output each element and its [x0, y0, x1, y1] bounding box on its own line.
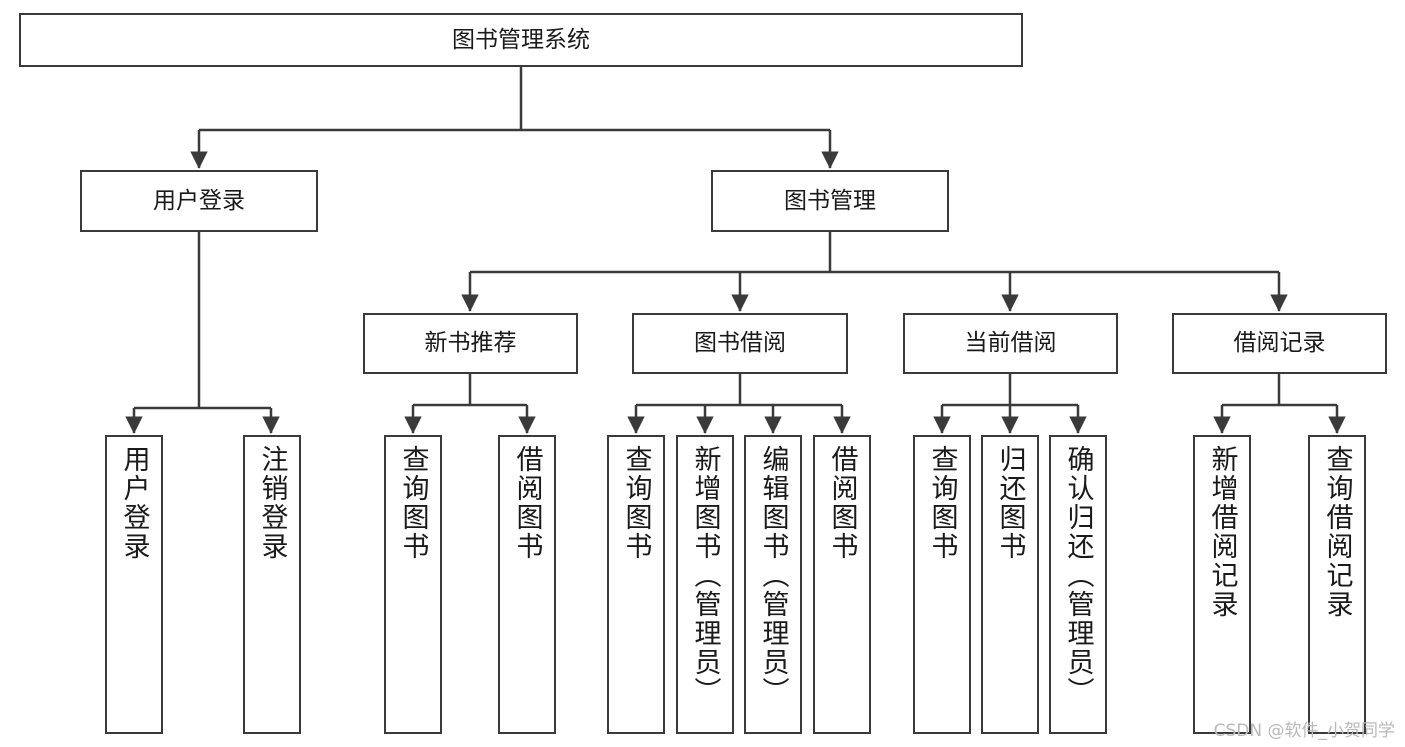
node-new-book-recommend[interactable]: 新书推荐 [363, 313, 578, 374]
node-borrow-records[interactable]: 借阅记录 [1172, 313, 1387, 374]
leaf-nb-query-book[interactable]: 查询图书 [384, 435, 442, 734]
node-user-login-label: 用户登录 [153, 187, 245, 214]
node-book-borrow[interactable]: 图书借阅 [632, 313, 848, 374]
leaf-user-login-label: 用户登录 [118, 445, 150, 561]
node-book-borrow-label: 图书借阅 [694, 330, 786, 357]
leaf-user-login[interactable]: 用户登录 [105, 435, 163, 734]
leaf-cb-confirm-return-label: 确认归还（管理员） [1062, 445, 1094, 706]
leaf-logout[interactable]: 注销登录 [243, 435, 301, 734]
node-current-borrow[interactable]: 当前借阅 [903, 313, 1118, 374]
leaf-bb-borrow-book-label: 借阅图书 [826, 445, 858, 561]
leaf-bb-borrow-book[interactable]: 借阅图书 [813, 435, 871, 734]
leaf-cb-confirm-return[interactable]: 确认归还（管理员） [1049, 435, 1107, 734]
leaf-nb-query-book-label: 查询图书 [397, 445, 429, 561]
leaf-br-add-record[interactable]: 新增借阅记录 [1193, 435, 1251, 734]
leaf-cb-query-book[interactable]: 查询图书 [913, 435, 971, 734]
leaf-bb-edit-book[interactable]: 编辑图书（管理员） [744, 435, 802, 734]
leaf-br-query-record-label: 查询借阅记录 [1321, 445, 1353, 619]
node-root-label: 图书管理系统 [452, 26, 590, 53]
leaf-br-add-record-label: 新增借阅记录 [1206, 445, 1238, 619]
watermark: CSDN @软件_小贺同学 [1213, 721, 1395, 741]
node-new-book-recommend-label: 新书推荐 [424, 330, 517, 357]
leaf-bb-query-book-label: 查询图书 [620, 445, 652, 561]
leaf-cb-return-book[interactable]: 归还图书 [981, 435, 1039, 734]
leaf-bb-add-book[interactable]: 新增图书（管理员） [676, 435, 734, 734]
node-borrow-records-label: 借阅记录 [1233, 330, 1326, 357]
leaf-cb-return-book-label: 归还图书 [994, 445, 1026, 561]
leaf-bb-add-book-label: 新增图书（管理员） [689, 445, 721, 706]
node-book-management-label: 图书管理 [784, 187, 876, 214]
node-user-login[interactable]: 用户登录 [80, 170, 318, 232]
leaf-nb-borrow-book-label: 借阅图书 [511, 445, 543, 561]
node-book-management[interactable]: 图书管理 [711, 170, 949, 232]
leaf-bb-query-book[interactable]: 查询图书 [607, 435, 665, 734]
leaf-nb-borrow-book[interactable]: 借阅图书 [498, 435, 556, 734]
leaf-logout-label: 注销登录 [256, 445, 288, 561]
leaf-cb-query-book-label: 查询图书 [926, 445, 958, 561]
node-current-borrow-label: 当前借阅 [964, 330, 1057, 357]
node-root[interactable]: 图书管理系统 [19, 13, 1023, 67]
leaf-bb-edit-book-label: 编辑图书（管理员） [757, 445, 789, 706]
leaf-br-query-record[interactable]: 查询借阅记录 [1308, 435, 1366, 734]
